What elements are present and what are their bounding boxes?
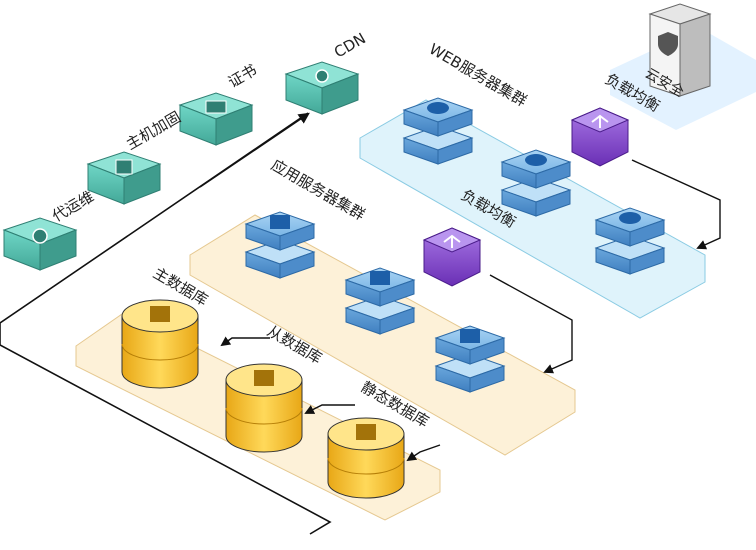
label-host-hardening: 主机加固 (123, 108, 184, 154)
certificate-box (178, 92, 254, 146)
cdn-box (284, 61, 360, 115)
cloud-upload-icon (525, 154, 547, 166)
web-server-2 (500, 149, 572, 217)
label-certificate: 证书 (225, 61, 260, 92)
database-icon (356, 424, 376, 440)
document-icon (370, 271, 390, 285)
web-server-1 (402, 97, 474, 165)
static-db (327, 417, 405, 499)
share-icon (443, 234, 461, 248)
load-balancer-top (570, 107, 630, 167)
flow-arrow-db1 (220, 336, 270, 347)
gear-icon (32, 228, 48, 244)
flow-arrow-db3 (406, 444, 441, 462)
flow-arrow-web (631, 159, 721, 250)
cloud-upload-icon (427, 102, 449, 114)
shield-icon (658, 32, 678, 56)
app-server-2 (344, 267, 416, 335)
database-icon (150, 306, 170, 322)
server-rack-icon (115, 159, 133, 175)
ops-box (2, 217, 78, 271)
network-link (0, 112, 332, 535)
app-server-3 (434, 325, 506, 393)
document-icon (460, 329, 480, 343)
web-server-3 (594, 207, 666, 275)
app-server-1 (244, 211, 316, 279)
cloud-upload-icon (619, 212, 641, 224)
certificate-icon (205, 100, 227, 114)
flow-arrow-db2 (304, 404, 355, 414)
network-link-cdn (199, 112, 310, 188)
load-balancer-mid (422, 227, 482, 287)
share-icon (591, 114, 609, 128)
flow-arrow-app (489, 274, 573, 374)
network-icon (315, 69, 329, 83)
database-icon (254, 370, 274, 386)
master-db (121, 299, 199, 389)
document-icon (270, 215, 290, 229)
cloud-security-device (648, 3, 712, 97)
slave-db (225, 363, 303, 453)
label-cdn: CDN (331, 29, 369, 61)
host-hardening-box (86, 151, 162, 205)
label-ops: 代运维 (49, 187, 97, 225)
